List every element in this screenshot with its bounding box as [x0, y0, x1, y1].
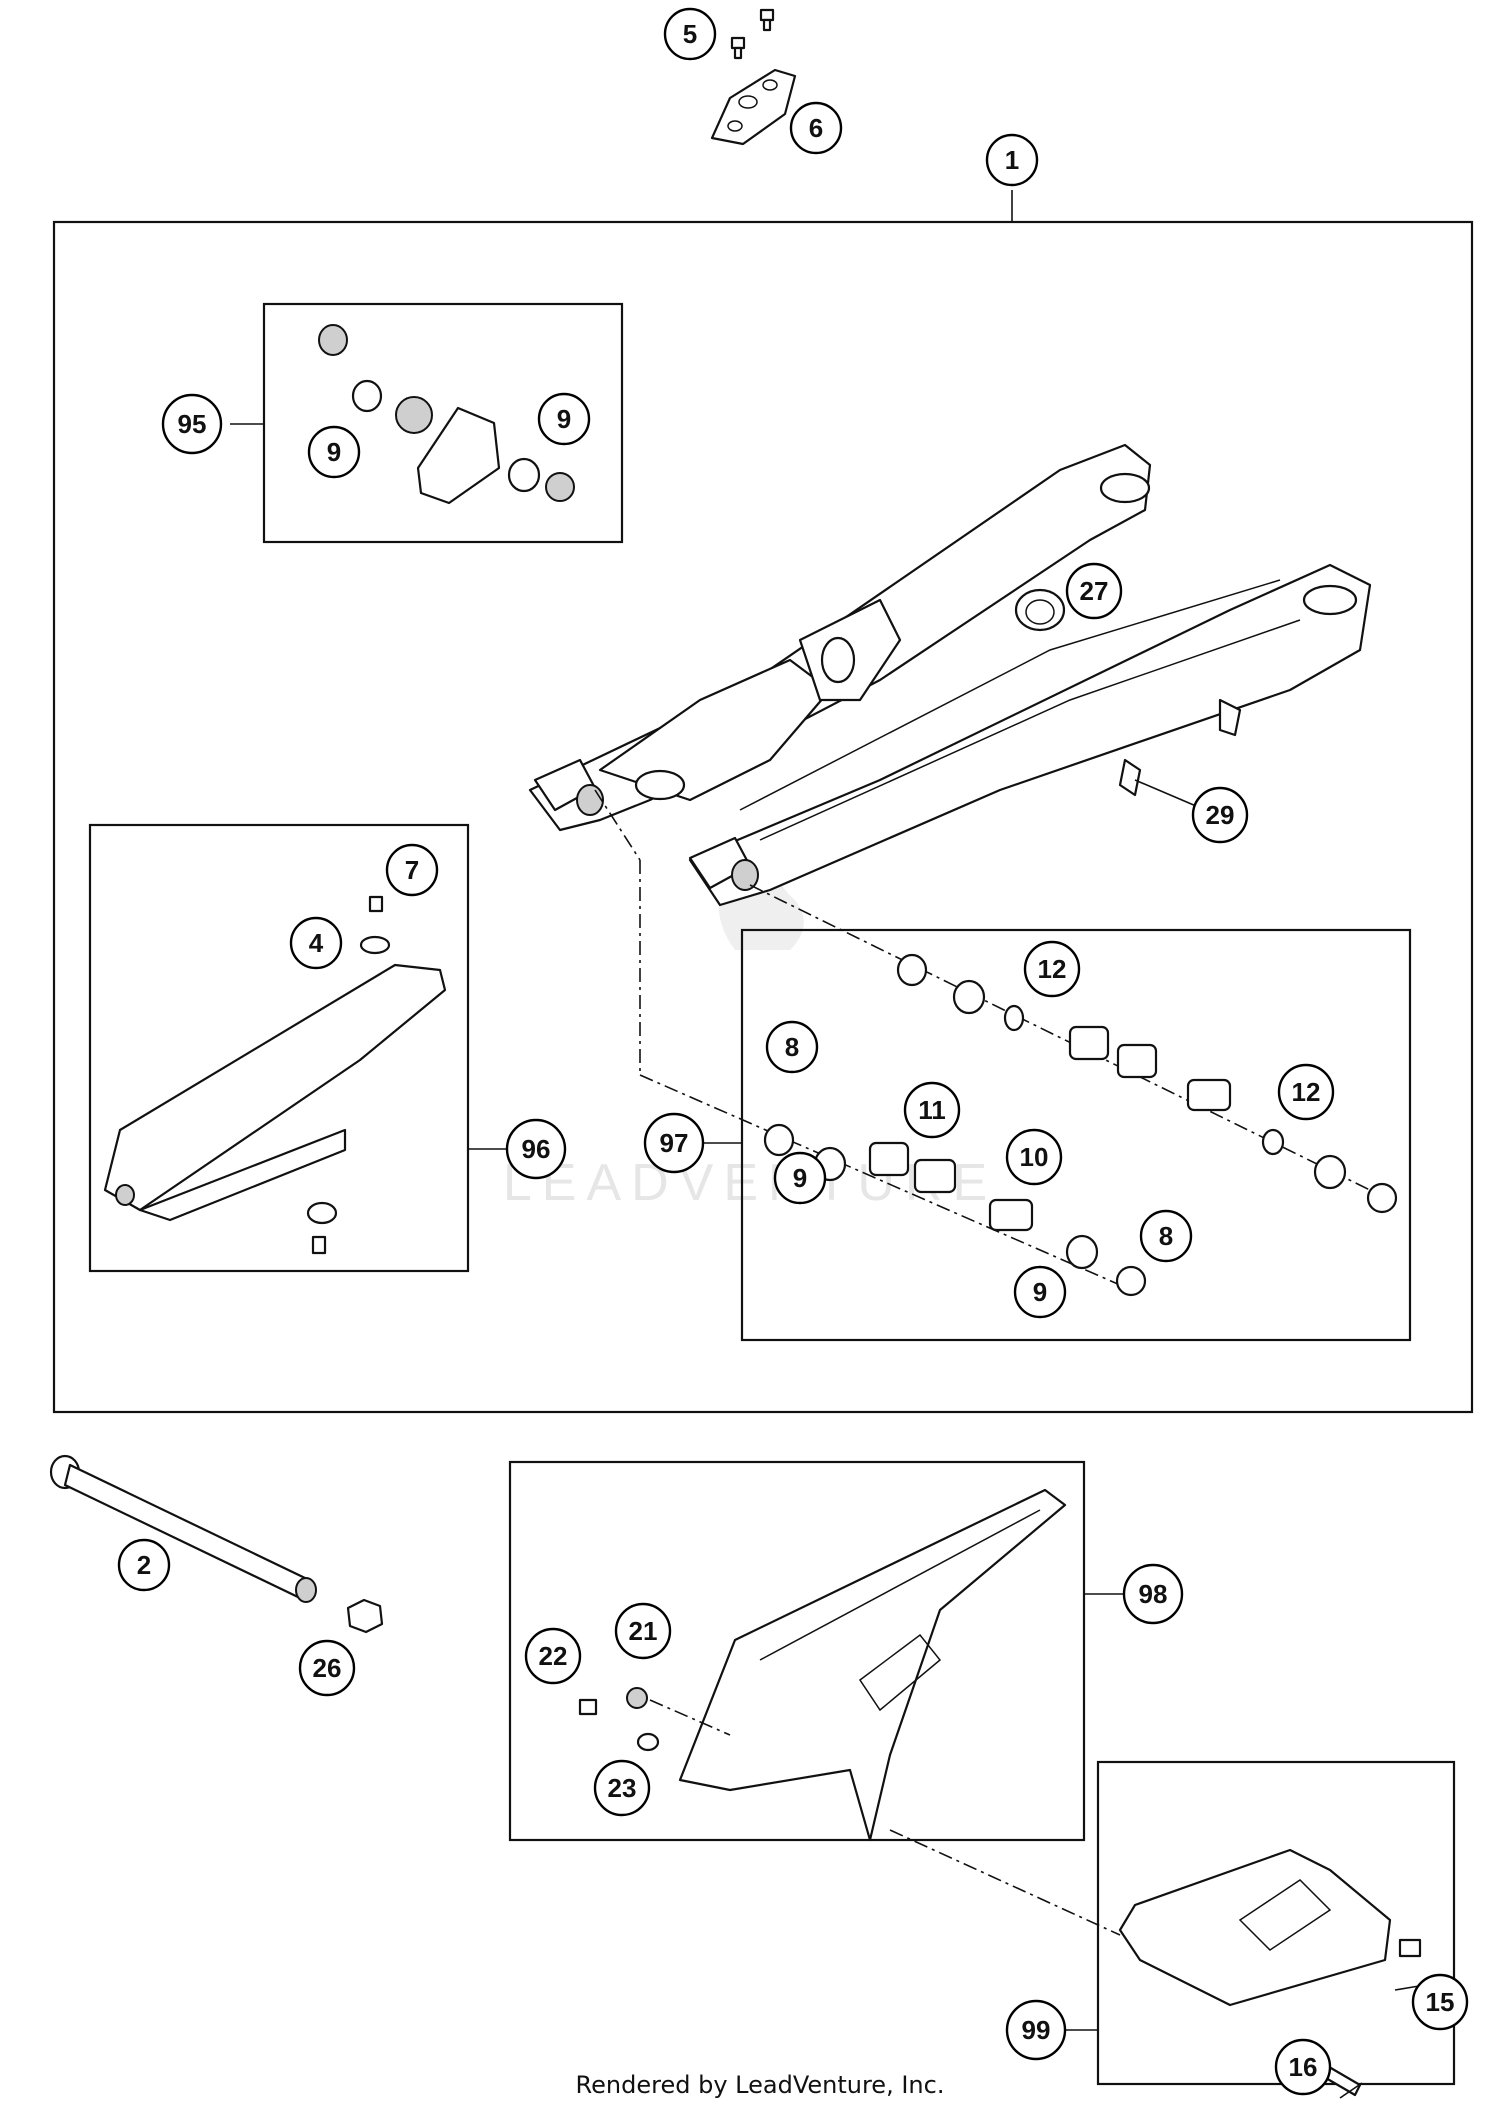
svg-text:11: 11: [918, 1095, 946, 1125]
svg-text:12: 12: [1292, 1077, 1321, 1107]
callout-10: 10: [1005, 1128, 1063, 1186]
callout-2: 2: [117, 1538, 171, 1592]
callout-9c: 9: [773, 1151, 827, 1205]
bearing-kit-97-frame: [740, 928, 1412, 1342]
callout-99: 99: [1005, 1999, 1067, 2061]
svg-text:7: 7: [405, 855, 419, 885]
callout-9a: 9: [307, 425, 361, 479]
svg-text:4: 4: [309, 928, 324, 958]
chain-guide-98-frame: [508, 1460, 1086, 1842]
callout-96: 96: [505, 1118, 567, 1180]
flame-logo-watermark: [718, 840, 804, 950]
kit-97-pivot-bearings: [594, 789, 1398, 1297]
callout-21: 21: [614, 1602, 672, 1660]
svg-text:26: 26: [313, 1653, 342, 1683]
kit-95-bearing-parts: [318, 324, 575, 505]
svg-text:98: 98: [1139, 1579, 1168, 1609]
chain-slider-99-frame: [1096, 1760, 1456, 2086]
svg-text:23: 23: [608, 1773, 637, 1803]
svg-text:1: 1: [1005, 145, 1019, 175]
callout-12a: 12: [1023, 940, 1081, 998]
footer-text: Rendered by LeadVenture, Inc.: [576, 2071, 945, 2099]
svg-text:97: 97: [660, 1128, 689, 1158]
kit-96-chain-guard: [103, 895, 447, 1255]
callout-4: 4: [289, 916, 343, 970]
callout-7: 7: [385, 843, 439, 897]
svg-text:96: 96: [522, 1134, 551, 1164]
kit-99-chain-slider: [1118, 1848, 1422, 2097]
guard-kit-96-frame: [88, 823, 470, 1273]
part-5-screws: [730, 8, 775, 60]
callout-1: 1: [985, 133, 1039, 187]
callout-97: 97: [643, 1112, 705, 1174]
callout-12b: 12: [1277, 1063, 1335, 1121]
callout-15: 15: [1411, 1973, 1469, 2031]
callout-9b: 9: [537, 392, 591, 446]
svg-text:15: 15: [1426, 1987, 1455, 2017]
callout-8a: 8: [765, 1020, 819, 1074]
callout-23: 23: [593, 1759, 651, 1817]
svg-text:9: 9: [1033, 1277, 1047, 1307]
swingarm-body: [528, 443, 1372, 907]
part-6-protector: [710, 68, 797, 146]
svg-text:9: 9: [557, 404, 571, 434]
svg-text:9: 9: [793, 1163, 807, 1193]
leader-29: [1134, 779, 1197, 807]
svg-text:95: 95: [178, 409, 207, 439]
part-26-nut: [346, 1598, 384, 1634]
svg-text:16: 16: [1289, 2052, 1318, 2082]
callout-16: 16: [1274, 2038, 1332, 2096]
svg-text:29: 29: [1206, 800, 1235, 830]
svg-text:9: 9: [327, 437, 341, 467]
svg-text:2: 2: [137, 1550, 151, 1580]
callout-8b: 8: [1139, 1209, 1193, 1263]
kit-98-chain-guide: [578, 1488, 1121, 1936]
svg-text:6: 6: [809, 113, 823, 143]
callout-5: 5: [663, 7, 717, 61]
callout-98: 98: [1122, 1563, 1184, 1625]
callout-6: 6: [789, 101, 843, 155]
callout-27: 27: [1065, 562, 1123, 620]
part-27-bushing: [1014, 588, 1066, 632]
svg-text:12: 12: [1038, 954, 1067, 984]
part-2-axle: [49, 1454, 317, 1603]
callout-22: 22: [524, 1627, 582, 1685]
callout-9d: 9: [1013, 1265, 1067, 1319]
callout-29: 29: [1191, 786, 1249, 844]
svg-text:27: 27: [1080, 576, 1109, 606]
callout-11: 11: [903, 1081, 961, 1139]
callout-95: 95: [161, 393, 223, 455]
svg-text:10: 10: [1020, 1142, 1049, 1172]
svg-text:22: 22: [539, 1641, 568, 1671]
svg-text:8: 8: [785, 1032, 799, 1062]
svg-text:5: 5: [683, 19, 697, 49]
swingarm-assembly-frame: [52, 220, 1474, 1414]
svg-text:99: 99: [1022, 2015, 1051, 2045]
bearing-kit-95-frame: [262, 302, 624, 544]
callout-26: 26: [298, 1639, 356, 1697]
svg-text:21: 21: [629, 1616, 658, 1646]
svg-text:8: 8: [1159, 1221, 1173, 1251]
